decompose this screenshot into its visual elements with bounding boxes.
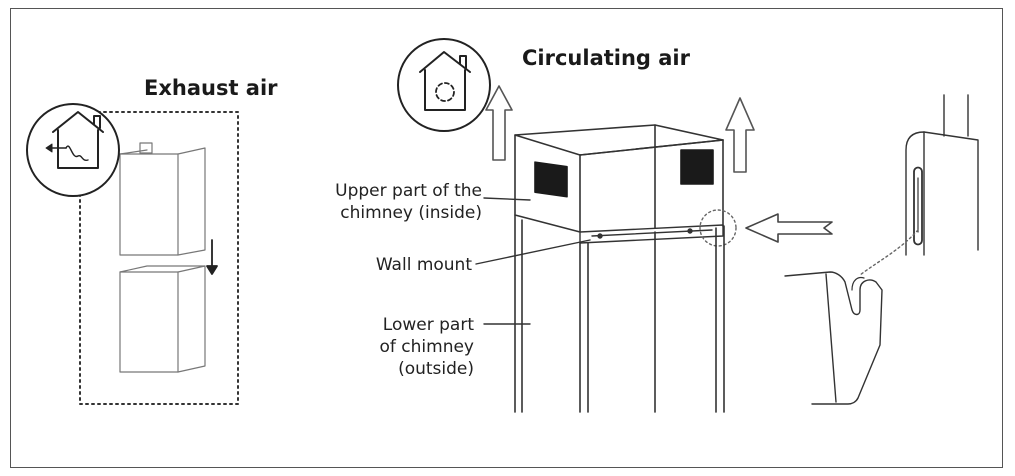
exhaust-down-arrow [206, 239, 218, 275]
exhaust-upper-chimney [119, 142, 206, 256]
detail-dotted-connector [859, 229, 919, 276]
upper-chimney-label: Upper part of the chimney (inside) [270, 180, 482, 224]
exhaust-air-section [26, 103, 239, 405]
wall-mount-label: Wall mount [375, 255, 472, 275]
lower-chimney-label-line3: (outside) [398, 359, 474, 379]
diagram-frame [10, 8, 1003, 468]
detail-upper-bracket [905, 94, 979, 256]
exhaust-lower-chimney [119, 265, 206, 373]
lower-chimney-label-line1: Lower part [382, 315, 474, 335]
mount-detail-section [784, 94, 979, 405]
circulating-air-title: Circulating air [522, 46, 690, 70]
left-pointing-arrow [745, 213, 833, 243]
exhaust-air-title: Exhaust air [144, 76, 278, 100]
detail-lower-hook [784, 271, 883, 405]
wall-mount-bar [579, 224, 724, 244]
exhaust-dotted-boundary [79, 111, 239, 405]
upper-vent-left [534, 161, 568, 198]
house-exhaust-icon [26, 103, 120, 197]
upper-chimney-label-line1: Upper part of the [335, 181, 482, 201]
leader-lines [475, 197, 591, 325]
circulating-air-section [397, 38, 833, 413]
upper-chimney-label-line2: chimney (inside) [340, 203, 482, 223]
lower-chimney-label-line2: of chimney [379, 337, 475, 357]
mount-detail-circle [699, 209, 737, 247]
lower-chimney-label: Lower part of chimney (outside) [300, 314, 475, 380]
left-up-arrow [485, 85, 513, 161]
house-circulating-icon [397, 38, 491, 132]
upper-chimney-inside [514, 124, 724, 233]
lower-chimney-outside [514, 214, 725, 413]
right-up-arrow [725, 97, 755, 173]
upper-vent-right [680, 149, 714, 185]
